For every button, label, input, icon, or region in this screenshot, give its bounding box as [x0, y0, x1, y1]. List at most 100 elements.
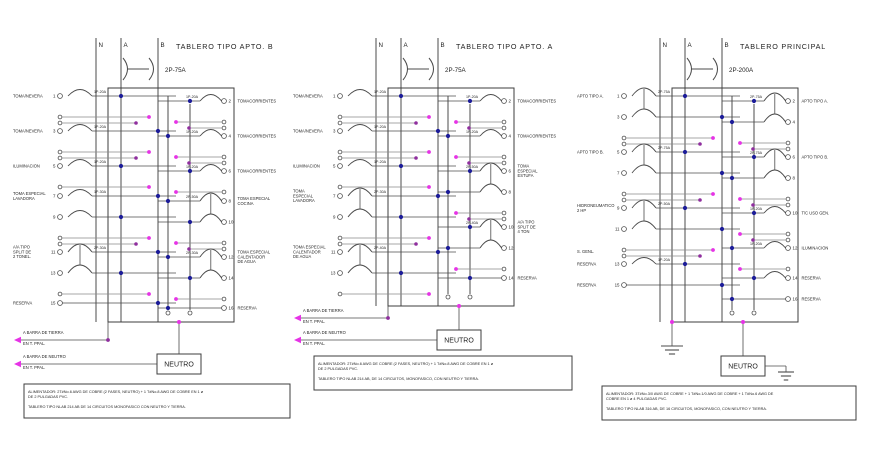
junction-dot-blue — [729, 175, 735, 181]
bus-label: N — [99, 42, 103, 49]
breaker-arc — [763, 148, 786, 158]
junction-dot-purple — [698, 142, 702, 146]
junction-dot-purple — [414, 121, 418, 125]
junction-dot-blue — [165, 198, 171, 204]
terminal-circle — [785, 140, 791, 146]
junction-dot-magenta — [454, 267, 458, 271]
main-breaker-arc — [148, 57, 154, 81]
neutro-arrow-label: A BARRA DE NEUTRO — [303, 330, 346, 335]
breaker-rating: 1P-20A — [750, 242, 763, 246]
breaker-rating: 2P-50A — [466, 165, 479, 169]
bus-label: B — [441, 42, 445, 49]
breaker-rating: 1P-20A — [374, 160, 387, 164]
breaker-arc — [631, 164, 657, 174]
terminal-circle — [337, 163, 343, 169]
junction-dot-blue — [751, 275, 757, 281]
terminal-circle — [337, 120, 343, 126]
terminal-circle — [337, 149, 343, 155]
terminal-circle — [221, 98, 227, 104]
breaker-arc — [347, 264, 373, 274]
breaker-arc — [347, 243, 373, 253]
circuit-label: SPLIT DE — [13, 249, 31, 254]
breaker-rating: 2P-75A — [658, 90, 671, 94]
breaker-rating: 2P-75A — [750, 95, 763, 99]
terminal-circle — [337, 193, 343, 199]
junction-dot-blue — [719, 114, 725, 120]
distribution-box — [107, 87, 235, 323]
terminal-circle — [337, 214, 343, 220]
circuit-number: 3 — [617, 115, 620, 120]
terminal-circle — [501, 224, 507, 230]
circuit-label: TOMACORRIENTES — [518, 133, 557, 138]
circuit-number: 15 — [615, 283, 620, 288]
terminal-circle — [785, 275, 791, 281]
junction-dot-blue — [118, 163, 124, 169]
junction-dot-blue — [118, 93, 124, 99]
terminal-circle — [57, 270, 63, 276]
note-text: DE 2 PULGADAS PVC. — [318, 367, 358, 371]
circuit-number: 3 — [53, 129, 56, 134]
junction-dot-blue — [187, 219, 193, 225]
terminal-circle — [501, 98, 507, 104]
breaker-arc — [67, 264, 93, 274]
junction-dot-magenta — [147, 185, 151, 189]
box-terminal-circle — [729, 310, 735, 316]
breaker-arc — [347, 124, 373, 132]
circuit-number: 11 — [331, 250, 336, 255]
terminal-circle — [57, 163, 63, 169]
terminal-circle — [337, 291, 343, 297]
circuit-number: 2 — [229, 99, 232, 104]
main-breaker-label: 2P-200A — [729, 67, 754, 74]
circuit-number: 1 — [333, 94, 336, 99]
junction-dot-magenta — [427, 236, 431, 240]
panel-title: TABLERO PRINCIPAL — [740, 42, 826, 51]
junction-dot-purple — [134, 242, 138, 246]
breaker-rating: 1P-20A — [186, 165, 199, 169]
main-breaker-arc — [428, 57, 434, 81]
circuit-number: 10 — [793, 211, 798, 216]
junction-dot-magenta — [174, 190, 178, 194]
terminal-circle — [221, 154, 227, 160]
terminal-circle — [57, 120, 63, 126]
terminal-circle — [501, 154, 507, 160]
breaker-arc — [67, 159, 93, 167]
circuit-label: TOMA ESPECIAL — [238, 196, 271, 201]
terminal-circle — [785, 245, 791, 251]
breaker-rating: 1P-20A — [658, 258, 671, 262]
note-text: DE 2 PULGADAS PVC. — [28, 395, 68, 399]
circuit-number: 11 — [615, 227, 620, 232]
junction-dot-purple — [751, 238, 755, 242]
circuit-label: ILUMINACION — [802, 245, 829, 250]
circuit-label: A/A TIPO — [13, 245, 30, 250]
terminal-circle — [785, 98, 791, 104]
circuit-number: 7 — [617, 171, 620, 176]
circuit-number: 1 — [617, 94, 620, 99]
junction-dot-magenta — [738, 141, 742, 145]
breaker-arc — [763, 271, 786, 279]
junction-dot-magenta — [427, 115, 431, 119]
tierra-arrow-icon — [294, 314, 301, 322]
junction-dot-blue — [729, 296, 735, 302]
breaker-arc — [479, 94, 502, 102]
junction-dot-magenta — [147, 292, 151, 296]
note-text: TABLERO TIPO NLAB 214 AB, DE 14 CIRCUITO… — [318, 377, 479, 381]
circuit-number: 10 — [509, 225, 514, 230]
terminal-circle — [621, 253, 627, 259]
neutro-arrow-label: EN T. PPAL. — [23, 365, 45, 370]
circuit-number: 14 — [229, 276, 234, 281]
terminal-circle — [785, 175, 791, 181]
breaker-arc — [67, 89, 93, 97]
breaker-arc — [479, 162, 502, 172]
circuit-number: 13 — [331, 271, 336, 276]
breaker-arc — [763, 206, 786, 214]
junction-dot-magenta — [174, 241, 178, 245]
circuit-number: 9 — [333, 215, 336, 220]
junction-dot-purple — [187, 161, 191, 165]
terminal-circle — [57, 193, 63, 199]
junction-dot-magenta — [738, 232, 742, 236]
panel-title: TABLERO TIPO APTO. B — [176, 42, 273, 51]
terminal-circle — [785, 296, 791, 302]
breaker-arc — [67, 210, 93, 218]
main-breaker-label: 2P-75A — [165, 67, 187, 74]
